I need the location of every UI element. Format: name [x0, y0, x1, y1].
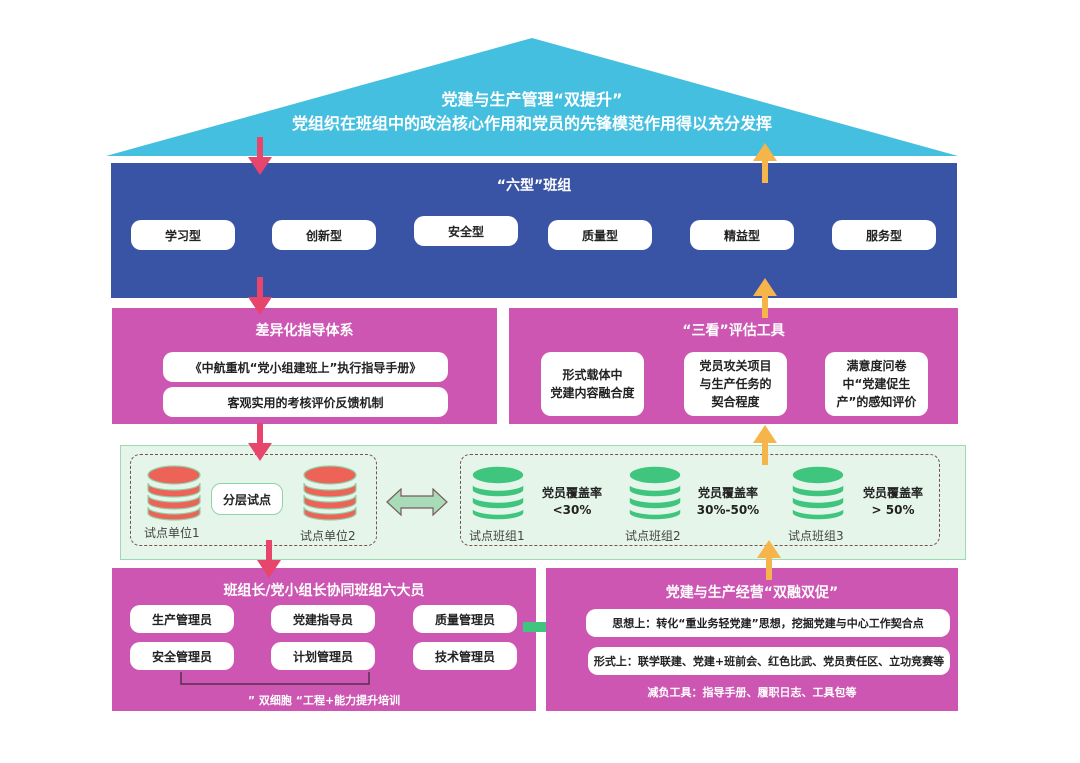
evaluation-item-fit: 党员攻关项目 与生产任务的 契合程度 — [684, 352, 787, 416]
type-pill-service: 服务型 — [832, 220, 936, 250]
roof-subtitle: 党组织在班组中的政治核心作用和党员的先锋模范作用得以充分发挥 — [291, 114, 772, 133]
pilot-team-1-label: 试点班组1 — [469, 529, 525, 543]
arrow-down-icon — [248, 277, 272, 315]
database-icon-green-1 — [471, 465, 525, 521]
pilot-unit-2-label: 试点单位2 — [300, 529, 356, 543]
database-icon-red-2 — [303, 465, 357, 521]
pilot-team-3-label: 试点班组3 — [788, 529, 844, 543]
arrow-up-icon — [753, 278, 777, 318]
role-quality: 质量管理员 — [413, 605, 517, 633]
eval-line: 形式载体中 — [562, 368, 623, 382]
eval-line: 党员攻关项目 — [699, 359, 772, 373]
guidance-item-manual: 《中航重机“党小组建班上”执行指导手册》 — [163, 352, 448, 382]
pilot-teams-group — [460, 454, 940, 546]
arrow-down-icon — [248, 137, 272, 175]
type-pill-lean: 精益型 — [690, 220, 794, 250]
integration-title: 党建与生产经营“双融双促” — [665, 585, 839, 601]
integration-note: 减负工具：指导手册、履职日志、工具包等 — [647, 686, 857, 699]
type-pill-learning: 学习型 — [131, 220, 235, 250]
role-production: 生产管理员 — [130, 605, 234, 633]
roof-triangle — [106, 38, 958, 156]
coverage-label: 党员覆盖率 — [862, 486, 923, 500]
type-pill-innovation: 创新型 — [272, 220, 376, 250]
database-icon-green-3 — [791, 465, 845, 521]
guidance-title: 差异化指导体系 — [255, 323, 354, 339]
role-planning: 计划管理员 — [271, 642, 375, 670]
roles-bracket — [180, 672, 370, 685]
coverage-label: 党员覆盖率 — [541, 486, 602, 500]
coverage-value: > 50% — [871, 503, 915, 517]
role-safety: 安全管理员 — [130, 642, 234, 670]
eval-line: 满意度问卷 — [846, 359, 907, 373]
arrow-up-icon — [757, 540, 781, 580]
role-party-guide: 党建指导员 — [271, 605, 375, 633]
six-types-title: “六型”班组 — [496, 178, 572, 194]
roles-note: ” 双细胞 “工程+能力提升培训 — [247, 694, 401, 707]
coverage-label: 党员覆盖率 — [697, 486, 758, 500]
arrow-down-icon — [248, 423, 272, 461]
evaluation-item-survey: 满意度问卷 中“党建促生 产”的感知评价 — [825, 352, 928, 416]
eval-line: 与生产任务的 — [699, 377, 772, 391]
eval-line: 产”的感知评价 — [836, 395, 917, 409]
integration-item-form: 形式上：联学联建、党建+班前会、红色比武、党员责任区、立功竞赛等 — [588, 647, 950, 675]
database-icon-green-2 — [628, 465, 682, 521]
eval-line: 中“党建促生 — [842, 377, 911, 391]
eval-line: 契合程度 — [711, 395, 760, 409]
roof-title: 党建与生产管理“双提升” — [441, 90, 623, 109]
eval-line: 党建内容融合度 — [550, 386, 635, 400]
arrow-up-icon — [753, 143, 777, 183]
coverage-value: <30% — [552, 503, 592, 517]
database-icon-red-1 — [147, 465, 201, 521]
arrow-down-icon — [257, 540, 281, 578]
evaluation-title: “三看”评估工具 — [682, 323, 785, 339]
roles-panel — [112, 568, 536, 711]
guidance-item-feedback: 客观实用的考核评价反馈机制 — [163, 387, 448, 417]
integration-panel — [546, 568, 958, 711]
type-pill-safety: 安全型 — [414, 216, 518, 246]
coverage-value: 30%-50% — [696, 503, 760, 517]
six-types-band — [111, 163, 957, 298]
integration-item-thinking: 思想上：转化“重业务轻党建”思想，挖掘党建与中心工作契合点 — [586, 609, 950, 637]
pilot-unit-1-label: 试点单位1 — [144, 526, 200, 540]
arrow-up-icon — [753, 425, 777, 465]
double-arrow-icon — [386, 487, 448, 517]
coverage-1: 党员覆盖率 <30% — [536, 485, 608, 519]
layered-pilot-label: 分层试点 — [211, 483, 283, 515]
evaluation-item-form: 形式载体中 党建内容融合度 — [541, 352, 644, 416]
coverage-2: 党员覆盖率 30%-50% — [689, 485, 767, 519]
pilot-team-2-label: 试点班组2 — [625, 529, 681, 543]
role-technical: 技术管理员 — [413, 642, 517, 670]
coverage-3: 党员覆盖率 > 50% — [857, 485, 929, 519]
type-pill-quality: 质量型 — [548, 220, 652, 250]
roles-title: 班组长/党小组长协同班组六大员 — [223, 583, 425, 599]
pilot-units-group — [130, 454, 377, 546]
